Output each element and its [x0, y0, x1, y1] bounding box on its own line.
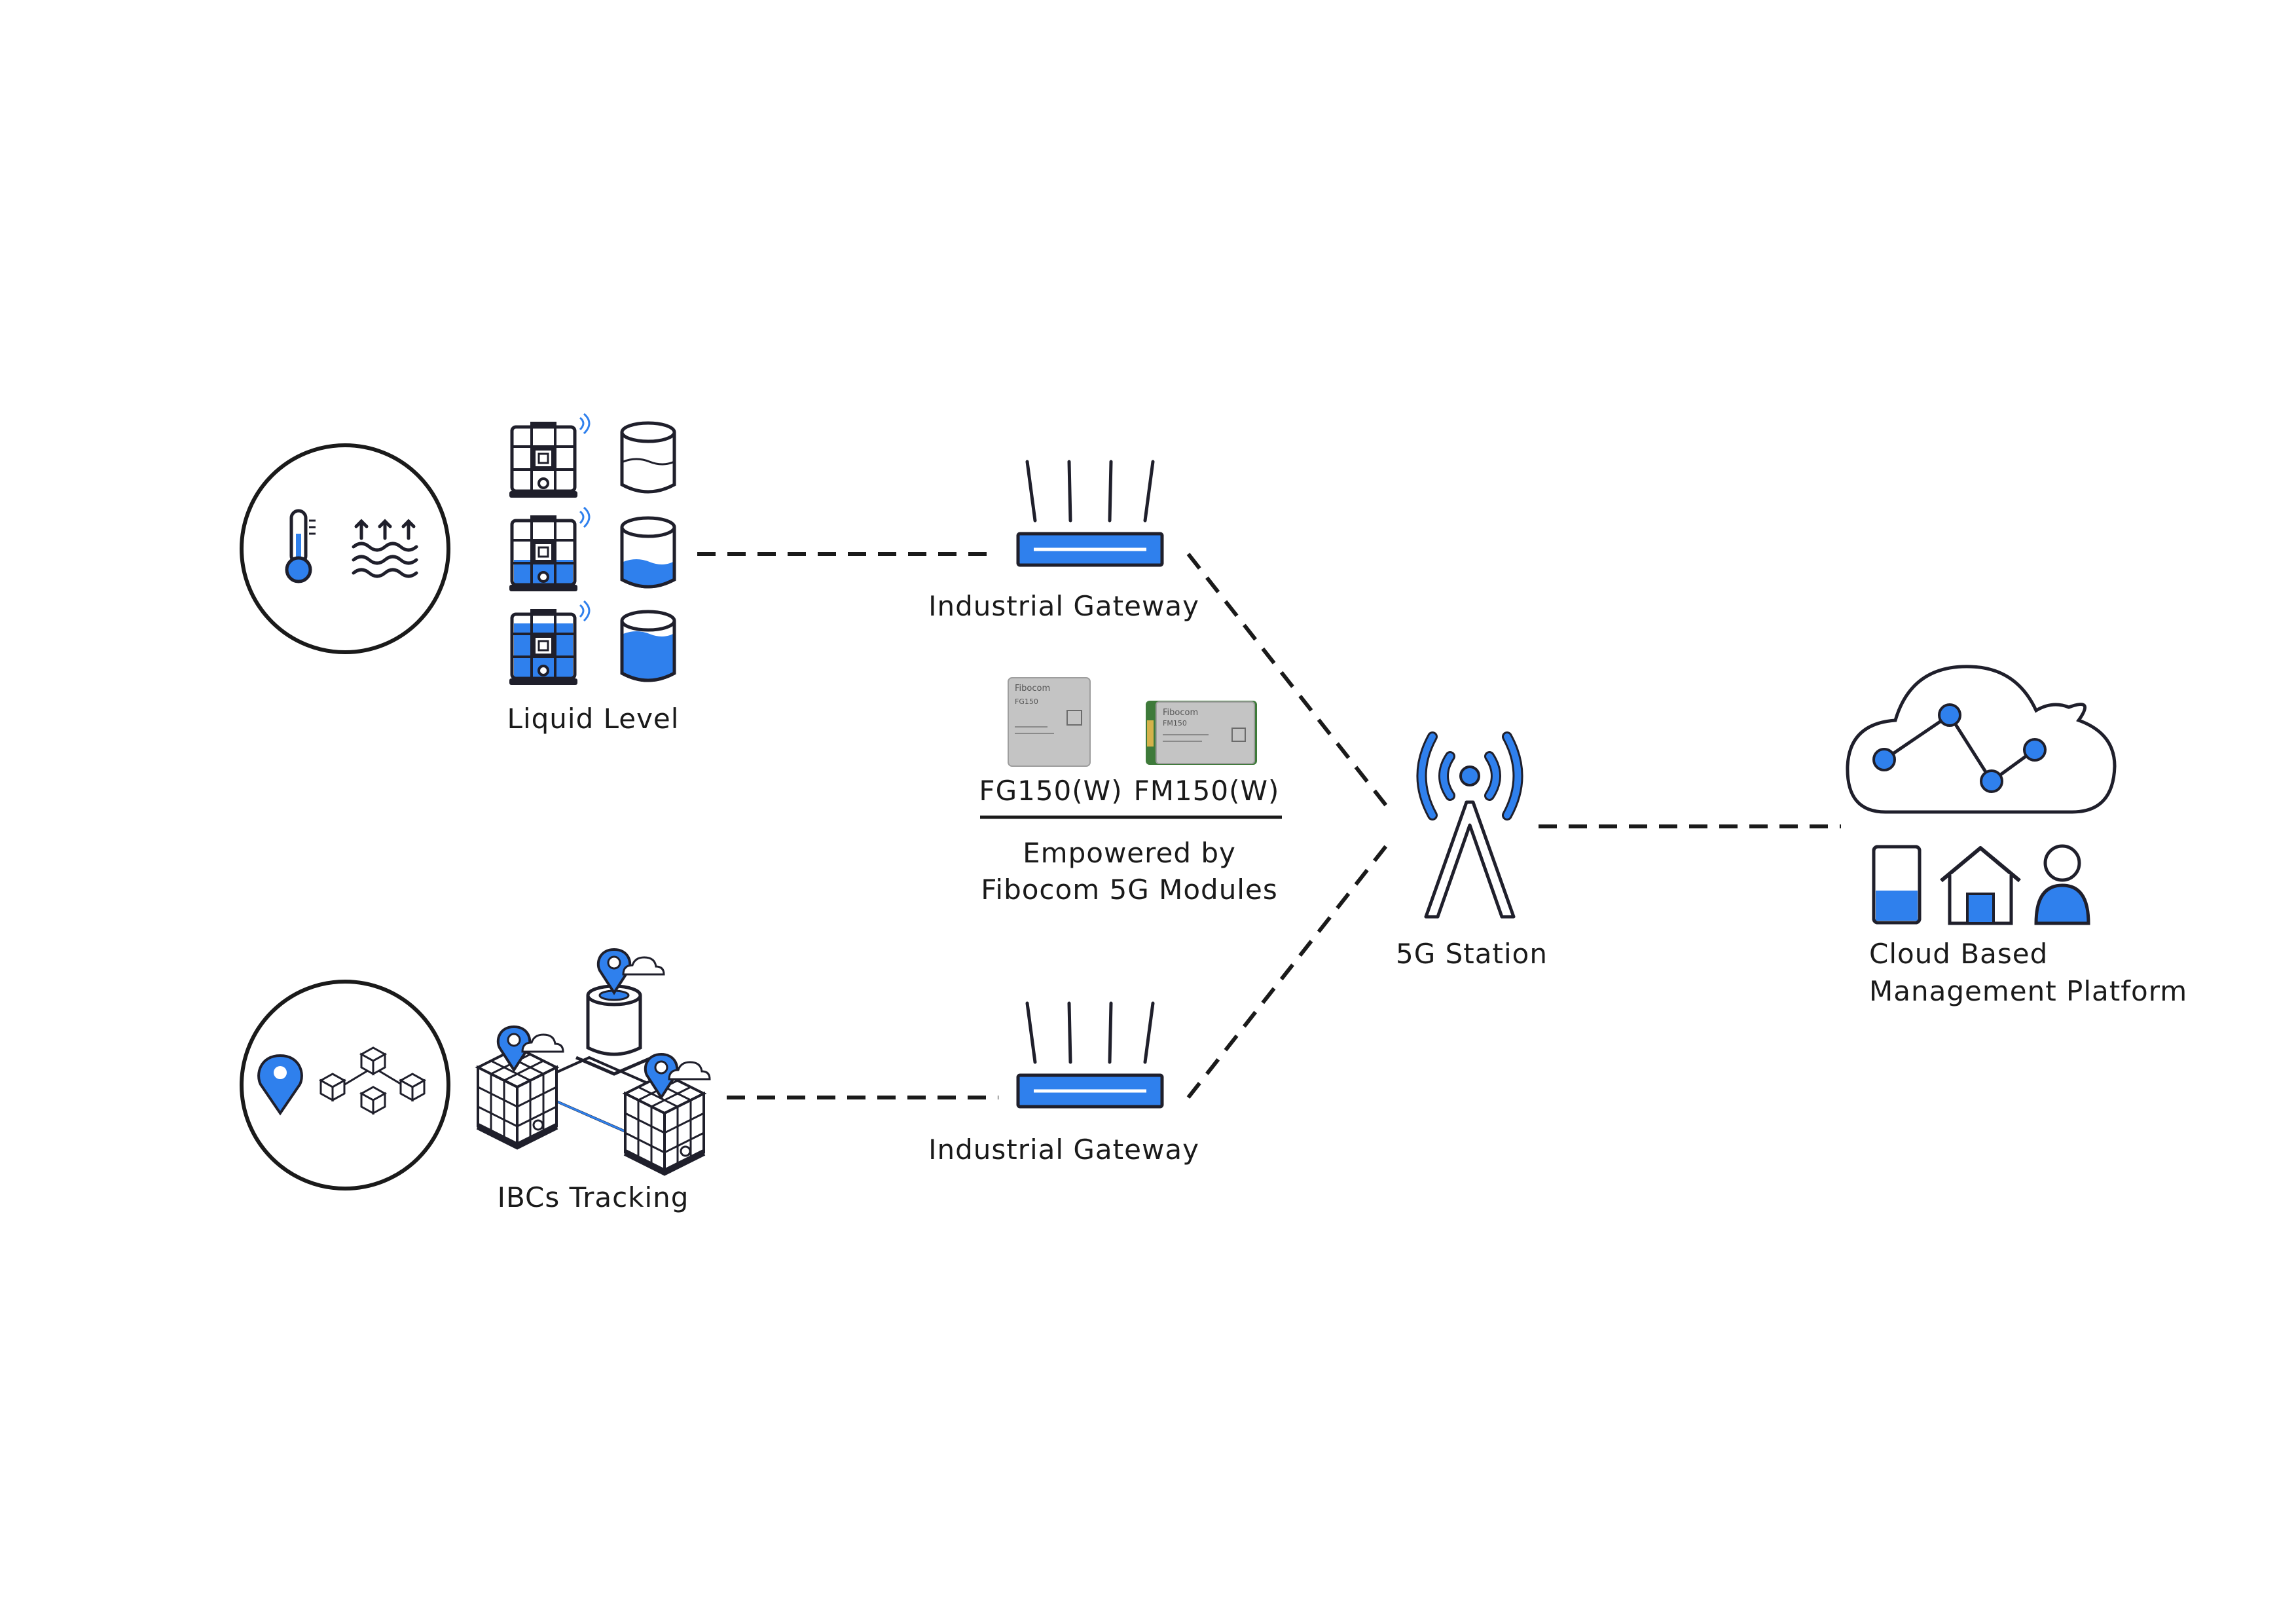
link-gateway-top-to-station: [1186, 553, 1393, 813]
tracking-sensor-circle: [240, 980, 450, 1190]
liquid-level-label: Liquid Level: [507, 703, 680, 735]
module-model-text: FG150: [1015, 697, 1038, 706]
cylinder-level-empty: [620, 421, 676, 494]
module-model-text: FM150: [1163, 719, 1187, 728]
storage-tank-icon: [575, 984, 653, 1076]
gateway-bottom-label: Industrial Gateway: [928, 1134, 1199, 1166]
module-brand-text: Fibocom: [1015, 684, 1050, 693]
ibcs-tracking-label: IBCs Tracking: [497, 1181, 689, 1213]
module-fm150-label: FM150(W): [1133, 775, 1280, 807]
cloud-graph-icon: [1846, 665, 2117, 814]
cloud-label-line1: Cloud Based: [1869, 938, 2049, 970]
router-icon: [1018, 1003, 1162, 1107]
gateway-top-label: Industrial Gateway: [928, 590, 1199, 622]
empowered-line1: Empowered by: [1023, 837, 1236, 869]
fg150-module: Fibocom FG150: [1008, 677, 1091, 767]
cylinder-level-half: [620, 516, 676, 589]
router-icon: [1018, 462, 1162, 565]
connection-lines: [697, 552, 1841, 1099]
fm150-module: Fibocom FM150: [1146, 701, 1257, 765]
phone-battery-icon: [1872, 845, 1922, 925]
ibc-tank-empty: [509, 414, 589, 498]
thermometer-icon: [285, 509, 316, 583]
cylinder-level-full: [620, 610, 676, 682]
link-gateway-bottom-to-station: [1186, 838, 1393, 1099]
cloud-label-line2: Management Platform: [1869, 975, 2188, 1007]
cube-network-icon: [319, 1046, 426, 1115]
ibc-tank-half: [509, 507, 589, 591]
house-icon: [1940, 846, 2021, 925]
ibc-tracking-illustration: [478, 948, 711, 1172]
module-brand-text: Fibocom: [1163, 708, 1198, 718]
heat-wave-icon: [352, 519, 418, 578]
cell-tower-icon: [1416, 731, 1523, 919]
location-pin-icon: [257, 1054, 303, 1116]
module-fg150-label: FG150(W): [979, 775, 1123, 807]
temperature-sensor-circle: [240, 443, 450, 654]
user-icon: [2034, 844, 2090, 925]
empowered-line2: Fibocom 5G Modules: [981, 874, 1278, 906]
station-label: 5G Station: [1396, 938, 1548, 970]
ibc-tank-full: [509, 601, 589, 685]
